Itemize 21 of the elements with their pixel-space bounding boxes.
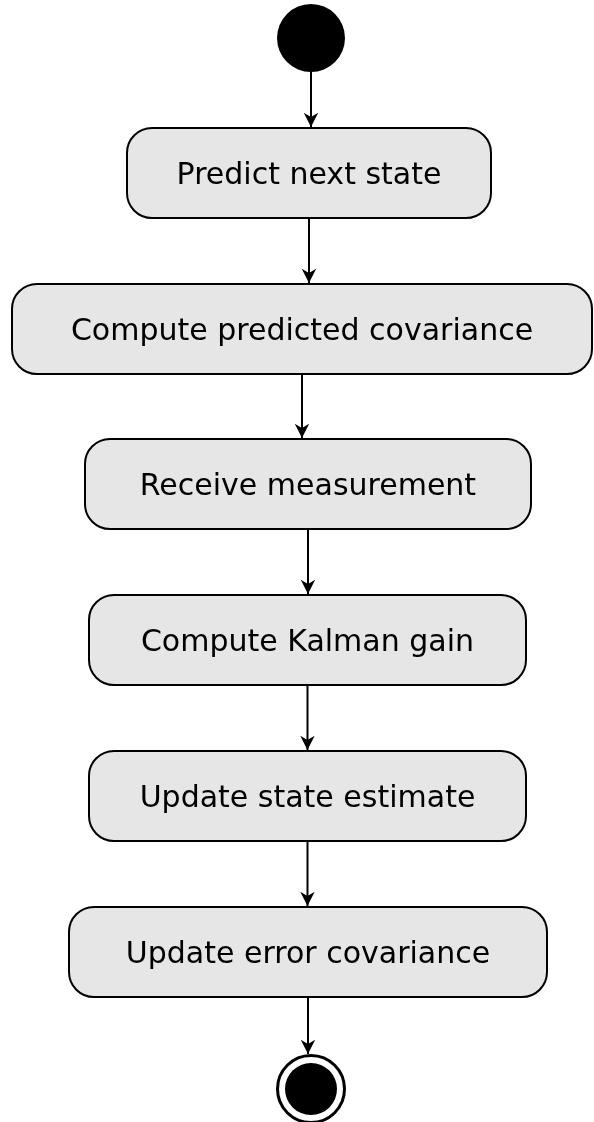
action-label: Compute predicted covariance: [70, 311, 534, 347]
arrow: [300, 997, 316, 1055]
final-node: [276, 1054, 346, 1122]
action-label: Compute Kalman gain: [140, 622, 475, 658]
action-box: [126, 127, 492, 219]
action-label: Predict next state: [176, 155, 442, 191]
action-box: [11, 283, 593, 375]
action-box: [88, 594, 527, 686]
arrow: [300, 529, 316, 595]
action-box: [68, 906, 548, 998]
arrow: [300, 841, 315, 907]
action-label: Receive measurement: [139, 466, 477, 502]
action-label: Update error covariance: [125, 934, 491, 970]
arrow: [301, 218, 317, 284]
arrow: [300, 685, 315, 751]
initial-node: [277, 4, 345, 72]
arrow: [303, 71, 319, 128]
action-label: Update state estimate: [139, 778, 476, 814]
action-box: [84, 438, 532, 530]
arrow: [294, 374, 310, 439]
action-box: [88, 750, 527, 842]
